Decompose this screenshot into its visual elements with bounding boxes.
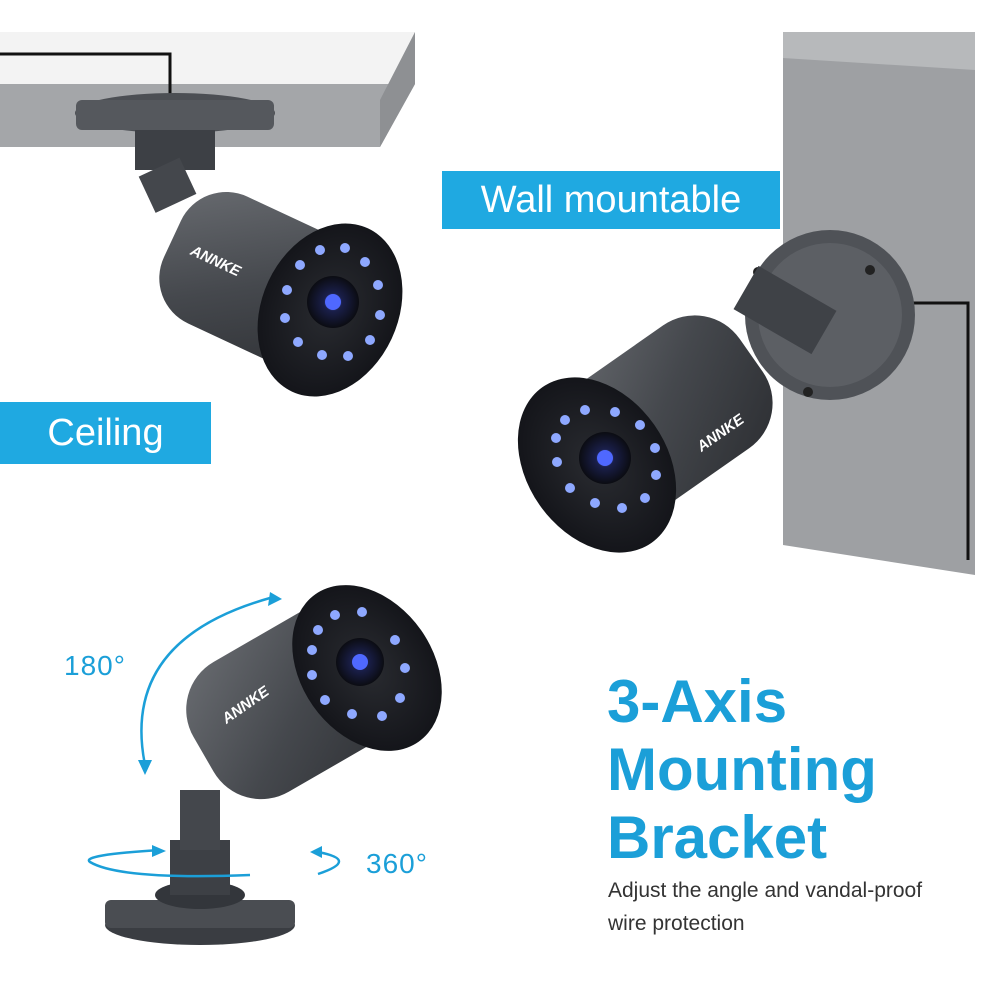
wall-mount-label: Wall mountable: [442, 171, 780, 229]
pan-angle-label: 360°: [366, 848, 428, 879]
wall-camera-icon: ANNKE: [517, 230, 915, 553]
description-line-1: Adjust the angle and vandal-proof: [608, 879, 923, 902]
adjustable-camera-icon: ANNKE: [105, 585, 442, 945]
rotation-arrow-icon: [87, 592, 340, 878]
description: Adjust the angle and vandal-proof wire p…: [608, 874, 998, 940]
ceiling-mount-text: Ceiling: [47, 411, 164, 454]
ceiling-mount-label: Ceiling: [0, 402, 211, 464]
headline-line-3: Bracket: [607, 804, 828, 871]
headline-line-1: 3-Axis: [607, 668, 788, 735]
description-line-2: wire protection: [608, 912, 745, 935]
headline: 3-Axis Mounting Bracket: [607, 668, 997, 872]
wall-mount-text: Wall mountable: [480, 178, 742, 221]
ceiling-camera-icon: ANNKE: [75, 93, 403, 397]
tilt-angle-label: 180°: [64, 650, 126, 681]
headline-line-2: Mounting: [607, 736, 877, 803]
